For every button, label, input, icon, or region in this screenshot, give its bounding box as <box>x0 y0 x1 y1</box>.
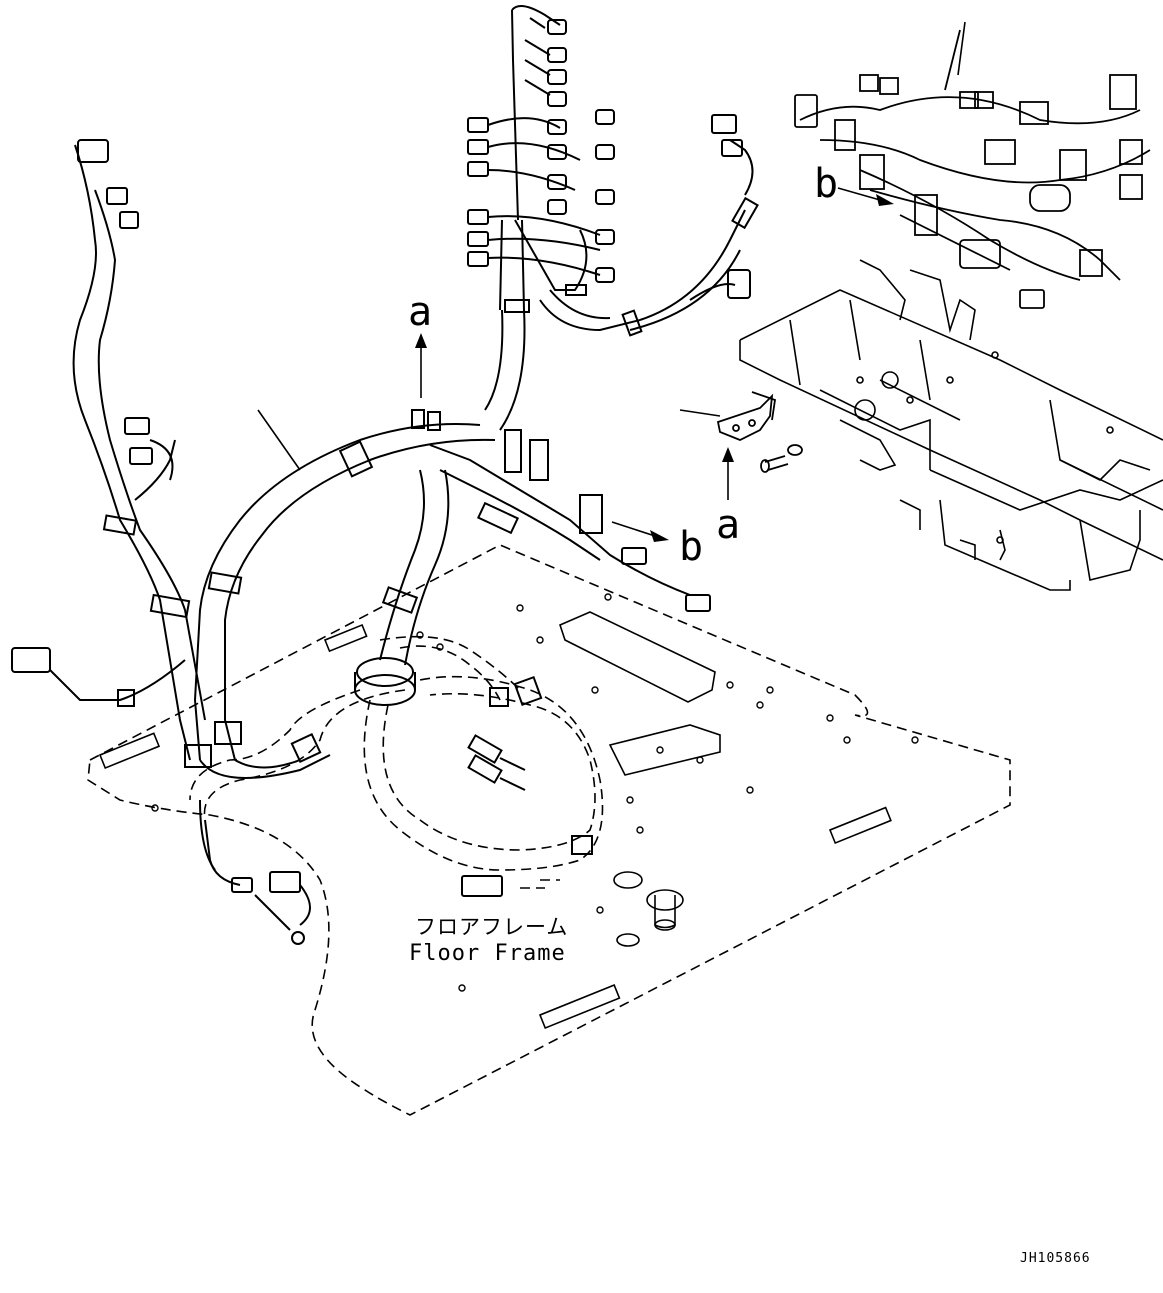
callout-a-bracket: a <box>716 502 740 548</box>
detail-frame-structure <box>739 259 1163 591</box>
drawing-code: JH105866 <box>1020 1251 1091 1266</box>
callout-a-top: a <box>408 289 432 335</box>
detail-harness-assembly <box>794 29 1151 309</box>
arrow-a-top <box>415 333 427 398</box>
arrow-b-detail <box>837 187 894 206</box>
callout-b-right: b <box>679 524 703 570</box>
floor-frame-label-en: Floor Frame <box>409 941 566 966</box>
harness-under-floor <box>189 635 604 889</box>
floor-frame-plate <box>87 544 1011 1116</box>
leader-lines <box>257 21 966 471</box>
main-harness <box>11 5 759 945</box>
mounting-bracket <box>716 391 803 473</box>
arrow-b-right <box>611 521 669 542</box>
floor-frame-details <box>98 611 892 1030</box>
arrow-a-bracket <box>722 447 734 500</box>
floor-frame-holes <box>151 593 919 992</box>
floor-frame-label-jp: フロアフレーム <box>415 915 568 939</box>
callout-b-detail: b <box>814 161 838 207</box>
